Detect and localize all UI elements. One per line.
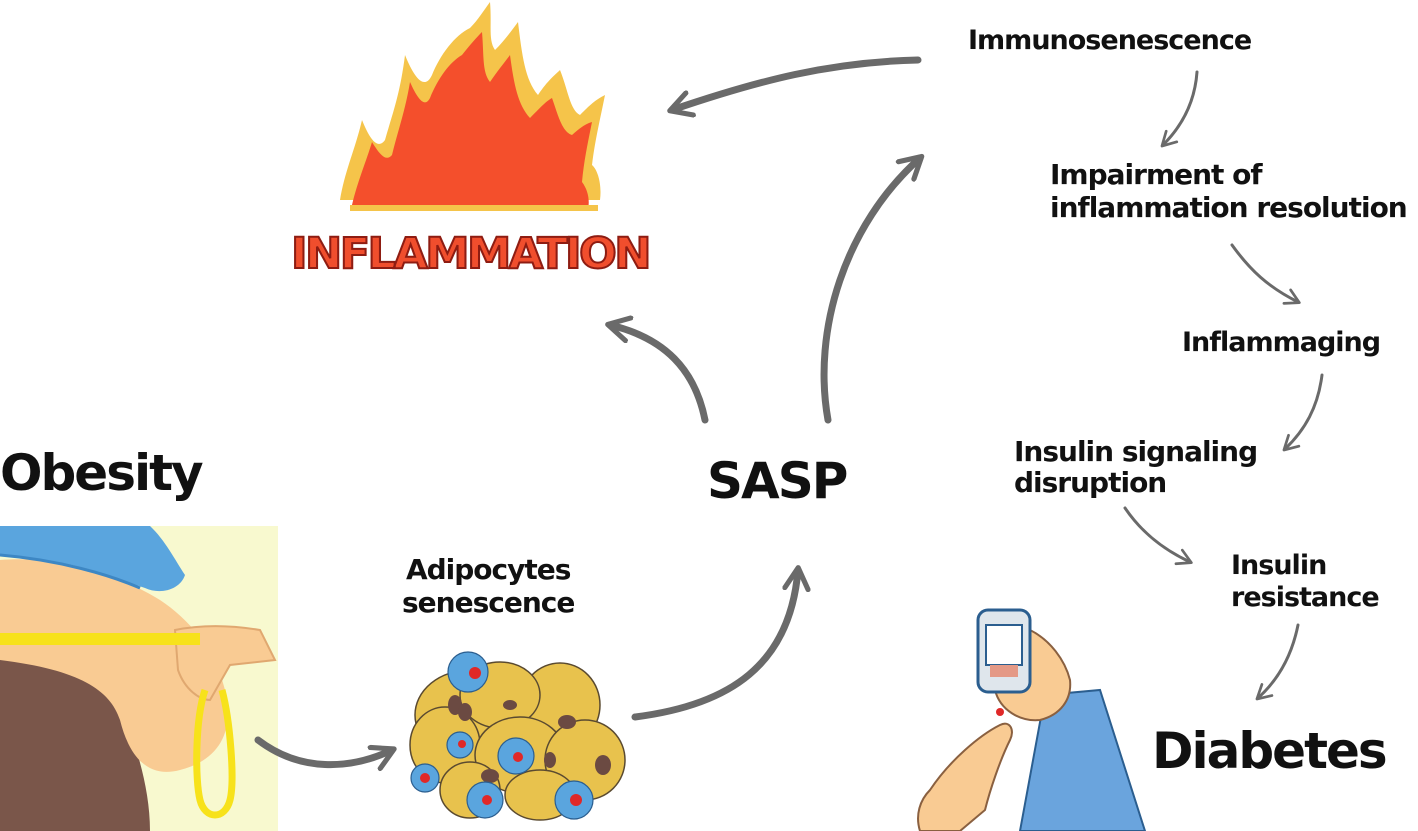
arrow-sasp-to-immunosenescence [820,158,920,424]
adipocytes-senescence-label: Adipocytes senescence [402,553,575,619]
arrow-adipocytes-to-sasp [631,570,798,721]
arrow-insulin-signaling-to-resistance [1123,506,1193,566]
impairment-label-line2: inflammation resolution [1050,191,1408,224]
arrows [254,56,1324,765]
belly-measuring-tape-icon [0,526,278,831]
insulin-signaling-line1: Insulin signaling [1014,435,1258,468]
arrow-sasp-to-inflammation [610,325,709,424]
insulin-resistance-line2: resistance [1231,582,1380,613]
insulin-resistance-line1: Insulin [1231,550,1327,581]
adipocytes-label-line1: Adipocytes [405,553,571,586]
inflammaging-label: Inflammaging [1182,327,1381,358]
impairment-label: Impairment of inflammation resolution [1050,158,1408,224]
adipocytes-label-line2: senescence [402,586,575,619]
obesity-label: Obesity [0,444,204,502]
sasp-label: SASP [707,452,848,510]
insulin-signaling-label: Insulin signaling disruption [1014,435,1258,499]
arrow-obesity-to-adipocytes [254,736,392,765]
arrow-impairment-to-inflammaging [1230,243,1301,305]
arrow-inflammaging-to-insulin-signaling [1282,373,1324,452]
arrow-immunosenescence-to-inflammation [672,56,922,110]
glucometer-hand-icon [917,608,1147,831]
insulin-resistance-label: Insulin resistance [1231,550,1380,614]
impairment-label-line1: Impairment of [1050,158,1263,191]
diabetes-label: Diabetes [1152,722,1388,780]
insulin-signaling-line2: disruption [1014,466,1167,499]
fire-icon [340,2,605,211]
senescent-adipocytes-icon [409,651,626,821]
arrow-immunosenescence-to-impairment [1160,70,1199,148]
inflammation-title: INFLAMMATION [291,229,649,279]
arrow-resistance-to-diabetes [1255,623,1300,701]
immunosenescence-label: Immunosenescence [968,25,1252,56]
